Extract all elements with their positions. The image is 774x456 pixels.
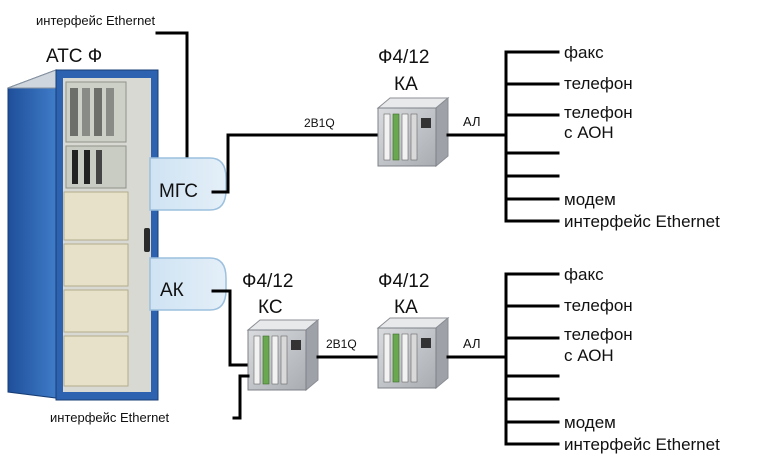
top-fax-label: факс: [564, 43, 604, 62]
top-2b1q-label: 2В1Q: [304, 116, 335, 130]
module-mgs: МГС: [149, 157, 227, 211]
top-ethernet-line: [155, 31, 189, 162]
unit-top-ka: Ф4/12 КА: [376, 47, 450, 168]
module-mgs-label: МГС: [159, 181, 198, 202]
unit-top-ka-line1: Ф4/12: [378, 47, 429, 68]
top-2b1q-line: [211, 133, 382, 194]
unit-bottom-ks: Ф4/12 КС: [242, 271, 320, 392]
bottom-phone-aon-label-1: телефон: [564, 325, 633, 344]
bottom-al-label: АЛ: [463, 336, 481, 351]
ak-to-ks-line: [211, 289, 250, 367]
module-ak: АК: [149, 257, 227, 311]
unit-ks-line2: КС: [258, 297, 283, 318]
top-fanout: [504, 50, 560, 223]
bottom-phone-label: телефон: [564, 296, 633, 315]
bottom-2b1q-label: 2В1Q: [326, 337, 357, 351]
unit-bottom-ka: Ф4/12 КА: [376, 271, 450, 390]
bottom-ethernet-line: [232, 374, 250, 420]
bottom-ethernet-note: интерфейс Ethernet: [50, 410, 170, 425]
top-phone-label: телефон: [564, 74, 633, 93]
top-ethernet-note: интерфейс Ethernet: [36, 13, 156, 28]
station-title: АТС Ф: [46, 46, 102, 67]
bottom-fanout: [504, 272, 560, 446]
unit-bottom-ka-line1: Ф4/12: [378, 271, 429, 292]
bottom-modem-label: модем: [564, 413, 616, 432]
module-ak-label: АК: [160, 280, 184, 301]
bottom-phone-aon-label-2: с АОН: [564, 346, 614, 365]
top-phone-aon-label-1: телефон: [564, 103, 633, 122]
top-phone-aon-label-2: с АОН: [564, 123, 614, 142]
top-al-label: АЛ: [463, 114, 481, 129]
bottom-ethernet-label: интерфейс Ethernet: [564, 435, 720, 454]
ats-cabinet: [7, 69, 159, 401]
unit-top-ka-line2: КА: [394, 74, 418, 95]
unit-ks-line1: Ф4/12: [242, 271, 293, 292]
bottom-fax-label: факс: [564, 265, 604, 284]
top-modem-label: модем: [564, 190, 616, 209]
unit-bottom-ka-line2: КА: [394, 297, 418, 318]
top-ethernet-label: интерфейс Ethernet: [564, 212, 720, 231]
